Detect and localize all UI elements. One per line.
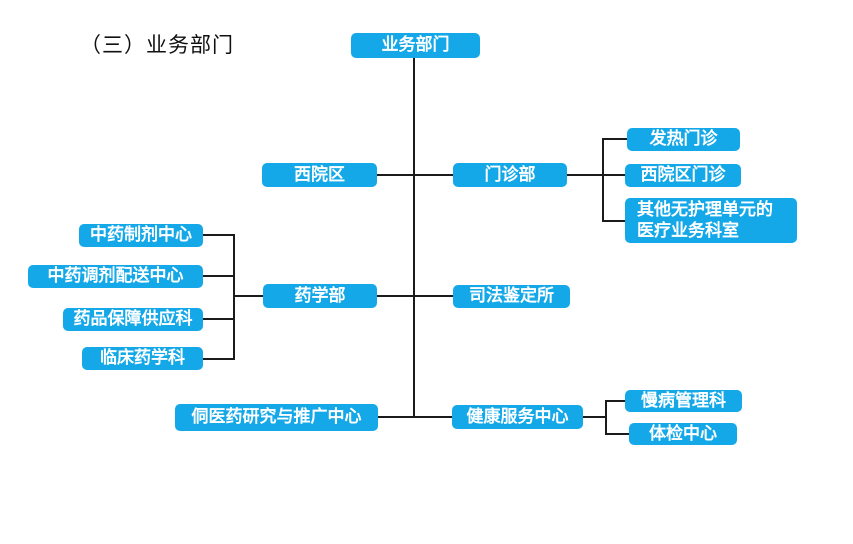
org-node-health-service-center: 健康服务中心	[452, 405, 583, 429]
org-node-west-campus: 西院区	[262, 163, 377, 187]
connector-trunk-vertical	[413, 57, 415, 418]
connector-stub-drug-supply	[203, 318, 234, 320]
org-node-outpatient-dept: 门诊部	[453, 163, 567, 187]
org-node-other-medical-depts: 其他无护理单元的 医疗业务科室	[625, 198, 797, 243]
connector-stub-tcm-dispensing	[203, 275, 234, 277]
connector-row3-right	[583, 416, 606, 418]
org-node-drug-supply-section: 药品保障供应科	[63, 308, 203, 331]
org-node-physical-exam-center: 体检中心	[629, 423, 737, 445]
connector-stub-physical-exam	[606, 433, 629, 435]
org-node-west-campus-outpatient: 西院区门诊	[625, 164, 741, 187]
org-node-tcm-dispensing-delivery-center: 中药调剂配送中心	[28, 265, 203, 288]
org-node-pharmacy-dept: 药学部	[263, 284, 377, 308]
connector-row1-right	[567, 174, 625, 176]
org-node-clinical-pharmacy-section: 临床药学科	[82, 347, 203, 370]
connector-row2-horizontal	[377, 295, 453, 297]
connector-health-bracket-vertical	[605, 400, 607, 435]
org-node-chronic-disease-management: 慢病管理科	[625, 390, 742, 412]
connector-stub-other-depts	[603, 220, 625, 222]
org-node-dong-medicine-research-center: 侗医药研究与推广中心	[175, 404, 378, 431]
connector-stub-fever-clinic	[603, 138, 627, 140]
connector-outpatient-bracket-vertical	[602, 138, 604, 222]
org-node-business-dept: 业务部门	[351, 33, 480, 58]
connector-stub-tcm-preparation	[203, 234, 234, 236]
section-heading: （三）业务部门	[80, 33, 234, 57]
connector-pharmacy-bracket-vertical	[233, 234, 235, 360]
org-node-fever-clinic: 发热门诊	[627, 128, 740, 151]
org-node-judicial-authentication-office: 司法鉴定所	[453, 285, 570, 308]
connector-row3-left	[378, 416, 453, 418]
connector-pharmacy-bracket-link	[234, 295, 263, 297]
connector-stub-clinical-pharmacy	[203, 358, 234, 360]
connector-row1-left	[377, 174, 453, 176]
connector-stub-chronic-disease	[606, 400, 625, 402]
org-node-tcm-preparation-center: 中药制剂中心	[79, 224, 203, 247]
